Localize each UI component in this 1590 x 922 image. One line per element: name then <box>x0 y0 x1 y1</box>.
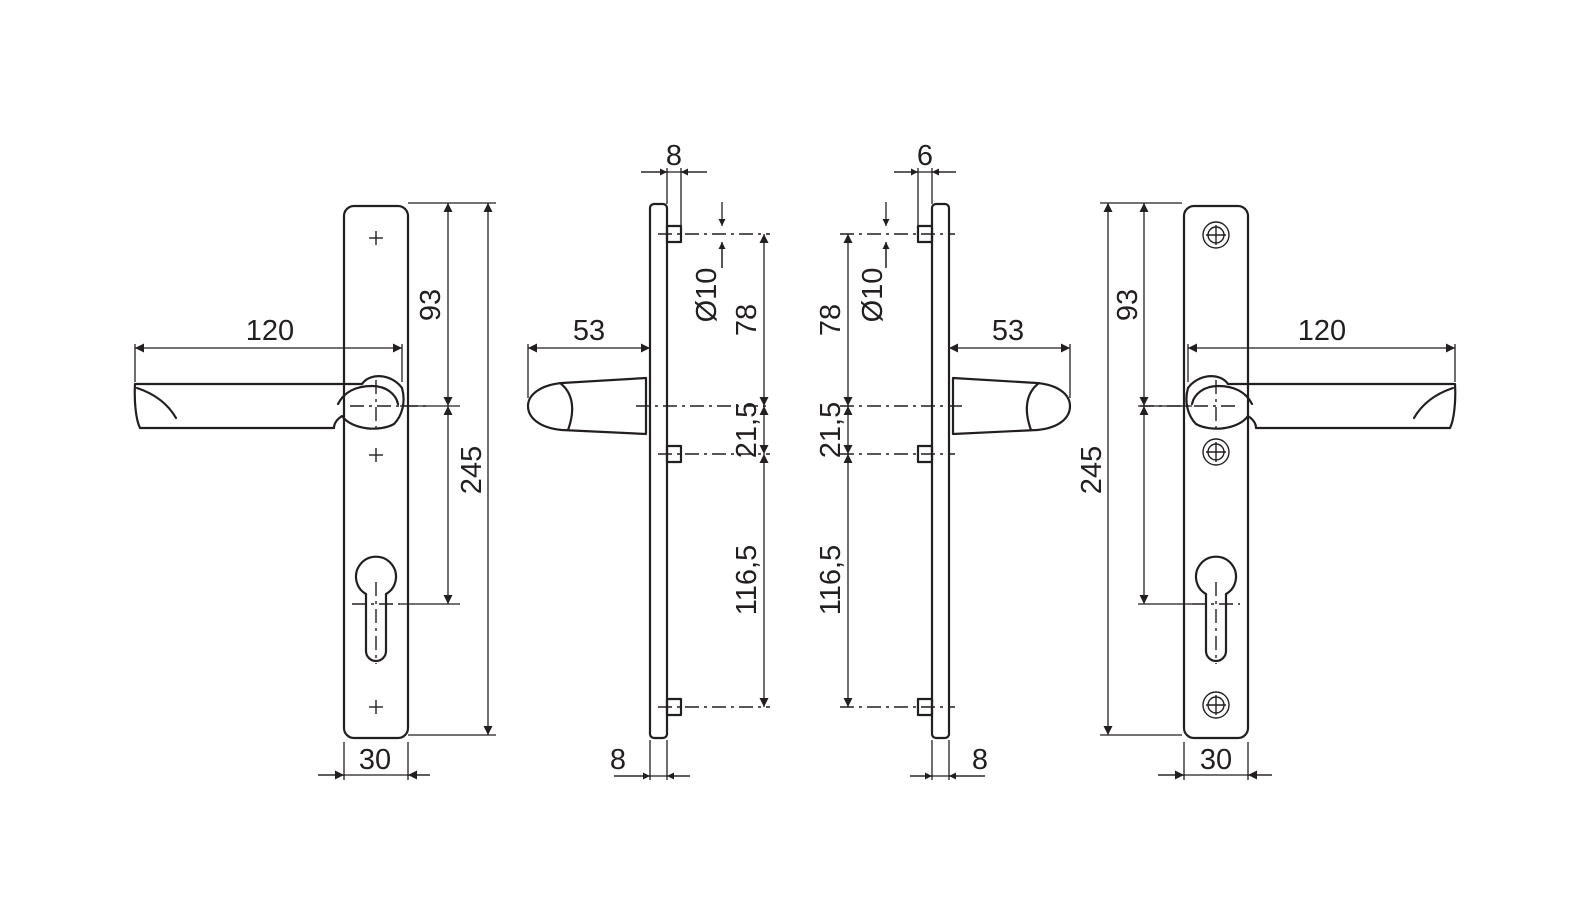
side-view-right: 6 Ø10 53 78 21,5 116,5 8 <box>815 140 1072 780</box>
dim-upper-fixing-side-right: 78 <box>815 304 847 336</box>
cylinder-keyhole-left <box>354 555 398 663</box>
dim-plate-thickness-side-right: 8 <box>972 744 988 776</box>
dim-plate-width-front-left: 30 <box>359 744 391 776</box>
lever-handle-front-right <box>1185 375 1457 430</box>
dim-plate-thickness-side-left: 8 <box>610 744 626 776</box>
dim-stud-diameter-side-right: Ø10 <box>857 268 889 323</box>
side-view-left: 8 Ø10 53 78 21,5 116,5 8 <box>526 140 770 780</box>
lever-handle-side-right <box>951 376 1072 436</box>
backplate-side-left <box>648 202 669 740</box>
lever-handle-side-left <box>526 376 648 436</box>
backplate-front-left <box>342 204 410 740</box>
dim-lower-fixing-side-right: 116,5 <box>815 545 847 615</box>
backplate-side-right <box>930 202 951 740</box>
dim-spacing-upper-front-left: 93 <box>415 289 447 321</box>
dim-lever-projection-side-right: 53 <box>992 315 1024 347</box>
dim-plate-width-front-right: 30 <box>1200 744 1232 776</box>
front-view-left: 120 93 245 30 <box>133 202 496 780</box>
dim-rose-thickness-side-right: 6 <box>917 140 933 172</box>
dim-stud-diameter-side-left: Ø10 <box>691 268 723 323</box>
screw-mark-top-left <box>369 231 383 245</box>
cylinder-keyhole-right <box>1194 555 1238 663</box>
backplate-front-right <box>1182 204 1250 740</box>
dim-plate-length-front-left: 245 <box>456 446 488 494</box>
dim-lever-length-front-right: 120 <box>1298 315 1346 347</box>
front-view-right: 120 93 245 30 <box>1076 202 1457 780</box>
screw-mark-middle-left <box>369 448 383 462</box>
dim-spindle-offset-side-left: 21,5 <box>731 402 763 458</box>
screw-mark-bottom-left <box>369 700 383 714</box>
dim-spindle-offset-side-right: 21,5 <box>815 402 847 458</box>
dim-lever-projection-side-left: 53 <box>573 315 605 347</box>
dim-spacing-upper-front-right: 93 <box>1112 289 1144 321</box>
dim-rose-thickness-side-left: 8 <box>666 140 682 172</box>
screw-top-right <box>1202 221 1230 249</box>
screw-middle-right <box>1202 438 1230 466</box>
dim-plate-length-front-right: 245 <box>1076 446 1108 494</box>
dim-upper-fixing-side-left: 78 <box>731 304 763 336</box>
lever-handle-front-left <box>133 375 405 430</box>
screw-bottom-right <box>1202 691 1230 719</box>
dim-lever-length-front-left: 120 <box>246 315 294 347</box>
dim-lower-fixing-side-left: 116,5 <box>731 545 763 615</box>
